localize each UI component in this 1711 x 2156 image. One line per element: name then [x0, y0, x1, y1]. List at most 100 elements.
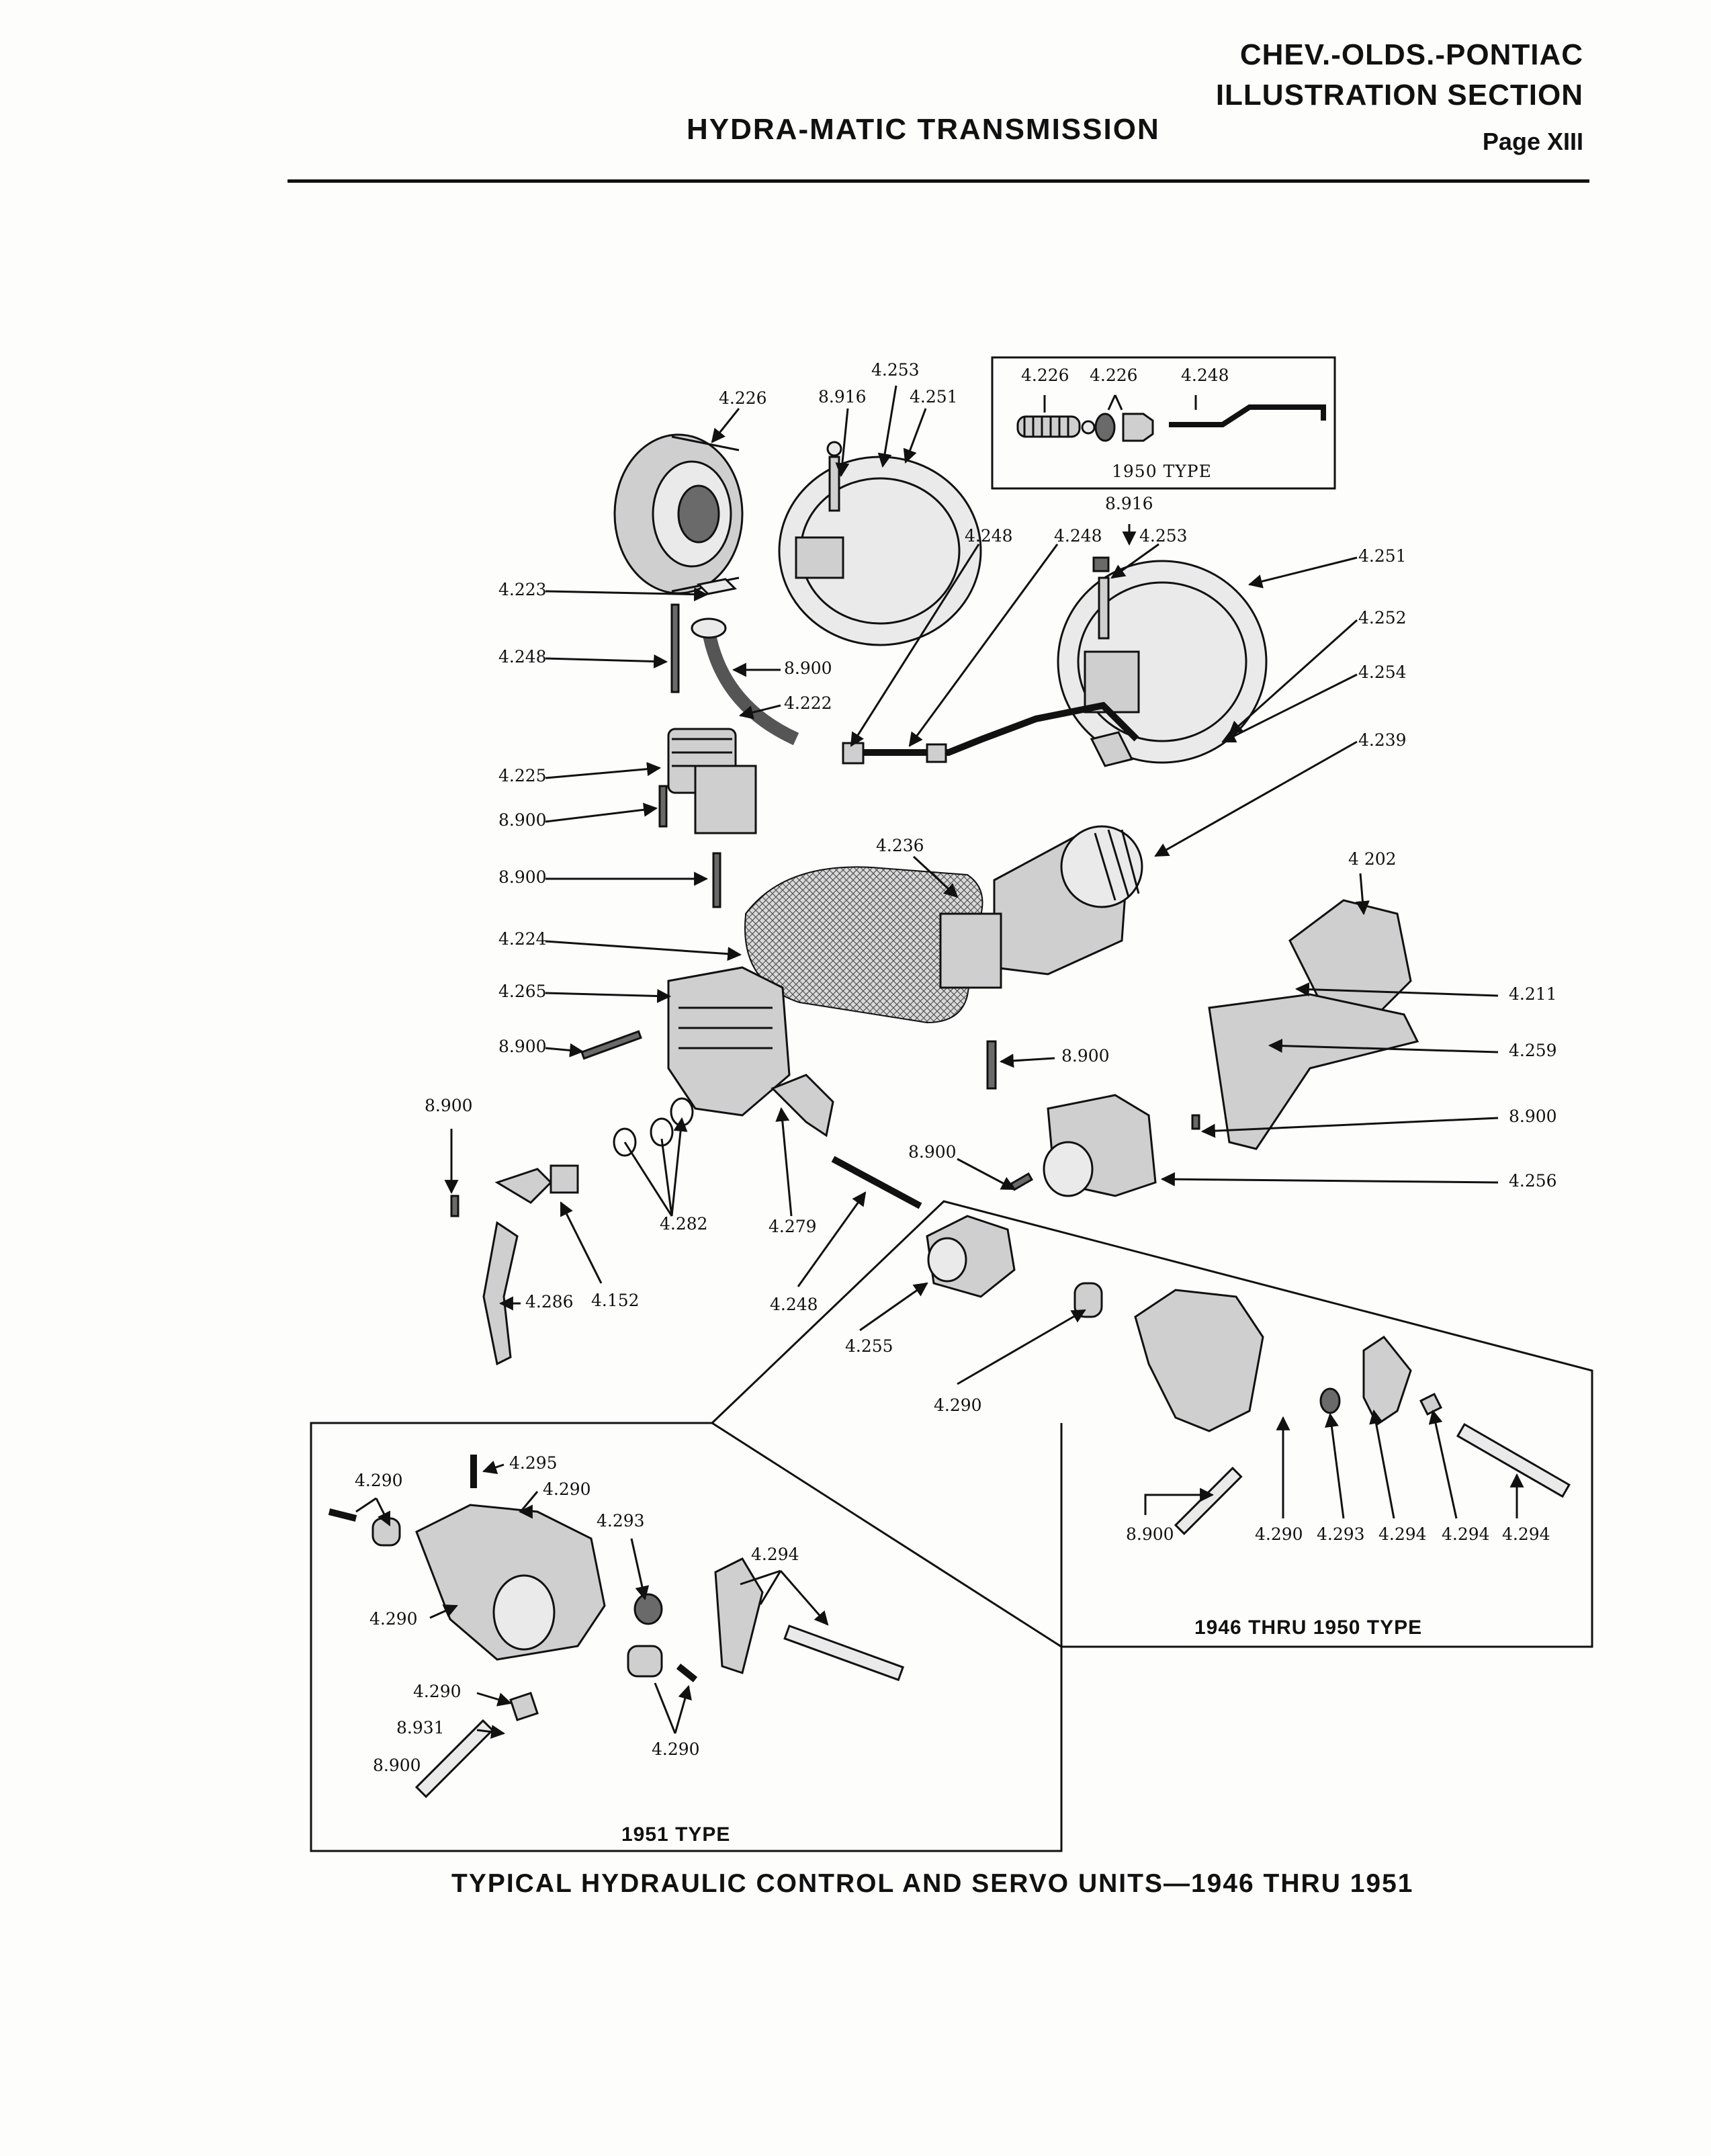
- part-label: 4.248: [498, 647, 547, 666]
- part-label: 8.900: [498, 867, 547, 887]
- control-valve-body-part: [667, 966, 834, 1137]
- part-label: 4.225: [498, 766, 547, 785]
- part-label: 4 202: [1348, 849, 1397, 869]
- plug-part: [371, 1517, 401, 1547]
- part-label: 4.252: [1358, 608, 1407, 628]
- part-label: 4.236: [876, 836, 924, 855]
- part-label: 4.224: [498, 929, 547, 949]
- washer-part: [1319, 1387, 1341, 1414]
- part-label: 8.900: [498, 1037, 547, 1056]
- bolt-part: [450, 1195, 459, 1217]
- part-label: 4.279: [769, 1217, 817, 1236]
- part-label: 4.293: [1317, 1524, 1365, 1544]
- part-label: 4.294: [1442, 1524, 1490, 1544]
- part-label: 4.226: [1090, 365, 1138, 385]
- leader-lines: [355, 385, 1524, 1739]
- part-label: 4.251: [1358, 546, 1407, 566]
- bolt-part: [658, 785, 668, 828]
- washer-part: [633, 1593, 663, 1625]
- lever-hub-part: [550, 1164, 579, 1194]
- part-label: 8.900: [784, 658, 832, 678]
- part-labels: 4.253 8.916 4.251 4.226 4.226 4.226 4.24…: [355, 360, 1557, 1846]
- part-label: 4.293: [597, 1511, 645, 1530]
- part-label: 4.248: [965, 526, 1013, 546]
- inset-1950-frame: [991, 356, 1336, 490]
- lever-part: [1362, 1335, 1412, 1426]
- inset-1951-frame: [310, 1422, 1063, 1852]
- part-label: 4.226: [719, 388, 767, 408]
- part-label: 4.253: [1139, 526, 1188, 546]
- rear-servo-part: [939, 825, 1143, 1090]
- plug-part: [627, 1645, 663, 1678]
- part-label: 4.290: [543, 1479, 591, 1499]
- spring-part: [1016, 415, 1081, 438]
- part-label: 4.211: [1509, 984, 1557, 1004]
- part-label: 8.900: [425, 1096, 473, 1115]
- inset-1946-1950-type: [711, 1200, 1593, 1648]
- header-rule: [288, 179, 1589, 183]
- page-title: HYDRA-MATIC TRANSMISSION: [687, 113, 1160, 146]
- part-label: 4.259: [1509, 1041, 1557, 1060]
- part-label: 4.253: [871, 360, 920, 380]
- valve-body-part: [1134, 1289, 1264, 1432]
- inset-1946-frame: [711, 1200, 1593, 1648]
- part-label: 8.900: [1509, 1107, 1557, 1126]
- part-label: 4.248: [1181, 365, 1229, 385]
- governor-assembly-part: [1191, 899, 1419, 1150]
- manual-lever-part: [482, 1221, 519, 1366]
- inset-1950-type: [991, 356, 1336, 490]
- spring-part: [328, 1508, 357, 1522]
- plug-nut-part: [1122, 413, 1154, 442]
- part-label: 4.222: [784, 693, 832, 713]
- part-label: 8.900: [498, 810, 547, 830]
- part-label: 4.223: [498, 580, 547, 599]
- pipe-part: [702, 630, 799, 746]
- part-label: 4.239: [1358, 730, 1407, 750]
- part-label: 4.286: [525, 1292, 574, 1311]
- bent-tube-part: [1169, 404, 1326, 427]
- part-label: 8.900: [908, 1142, 957, 1162]
- ball-part: [1081, 420, 1096, 435]
- clip-part: [1419, 1392, 1443, 1416]
- bolt-part: [414, 1719, 494, 1799]
- lever-part: [714, 1557, 764, 1674]
- part-label: 4.290: [355, 1471, 403, 1490]
- rod-part: [831, 1156, 922, 1209]
- part-label: 8.916: [1105, 494, 1153, 513]
- header-make-line: CHEV.-OLDS.-PONTIAC: [1239, 38, 1583, 71]
- part-label: 4.290: [1255, 1524, 1303, 1544]
- accumulator-part: [1009, 1094, 1157, 1197]
- part-label: 4.282: [660, 1214, 708, 1234]
- part-label: 4.152: [591, 1291, 640, 1310]
- part-label: 4.294: [751, 1545, 799, 1564]
- rod-part: [670, 603, 680, 693]
- bolt-part: [712, 852, 721, 908]
- part-label: 4.290: [652, 1739, 700, 1759]
- bolt-part: [580, 1030, 642, 1060]
- part-label: 8.900: [1061, 1046, 1110, 1066]
- part-label: 4.248: [770, 1295, 818, 1314]
- part-label: 4.295: [509, 1453, 558, 1473]
- header-section-line: ILLUSTRATION SECTION: [1215, 79, 1583, 112]
- part-label: 4.290: [369, 1609, 418, 1629]
- header-right: CHEV.-OLDS.-PONTIAC ILLUSTRATION SECTION…: [1216, 35, 1583, 156]
- inset-1946-1950-label: 1946 THRU 1950 TYPE: [1194, 1616, 1422, 1639]
- bolt-part: [1174, 1467, 1243, 1535]
- figure-caption: TYPICAL HYDRAULIC CONTROL AND SERVO UNIT…: [451, 1869, 1414, 1898]
- part-label: 4.255: [845, 1336, 893, 1356]
- part-label: 4.290: [934, 1395, 982, 1415]
- spring-part: [676, 1664, 698, 1682]
- part-label: 8.900: [373, 1756, 421, 1775]
- part-label: 4.248: [1054, 526, 1102, 546]
- clip-part: [509, 1692, 539, 1721]
- tube-nut-part: [842, 742, 865, 765]
- plug-part: [1073, 1282, 1103, 1318]
- inset-1950-label: 1950 TYPE: [1112, 462, 1212, 481]
- inset-1951-label: 1951 TYPE: [621, 1823, 730, 1846]
- washer-part: [613, 1127, 637, 1157]
- inset-1951-type: [310, 1422, 1063, 1852]
- front-brake-band-part: [778, 441, 982, 646]
- page-number: Page XIII: [1482, 128, 1583, 155]
